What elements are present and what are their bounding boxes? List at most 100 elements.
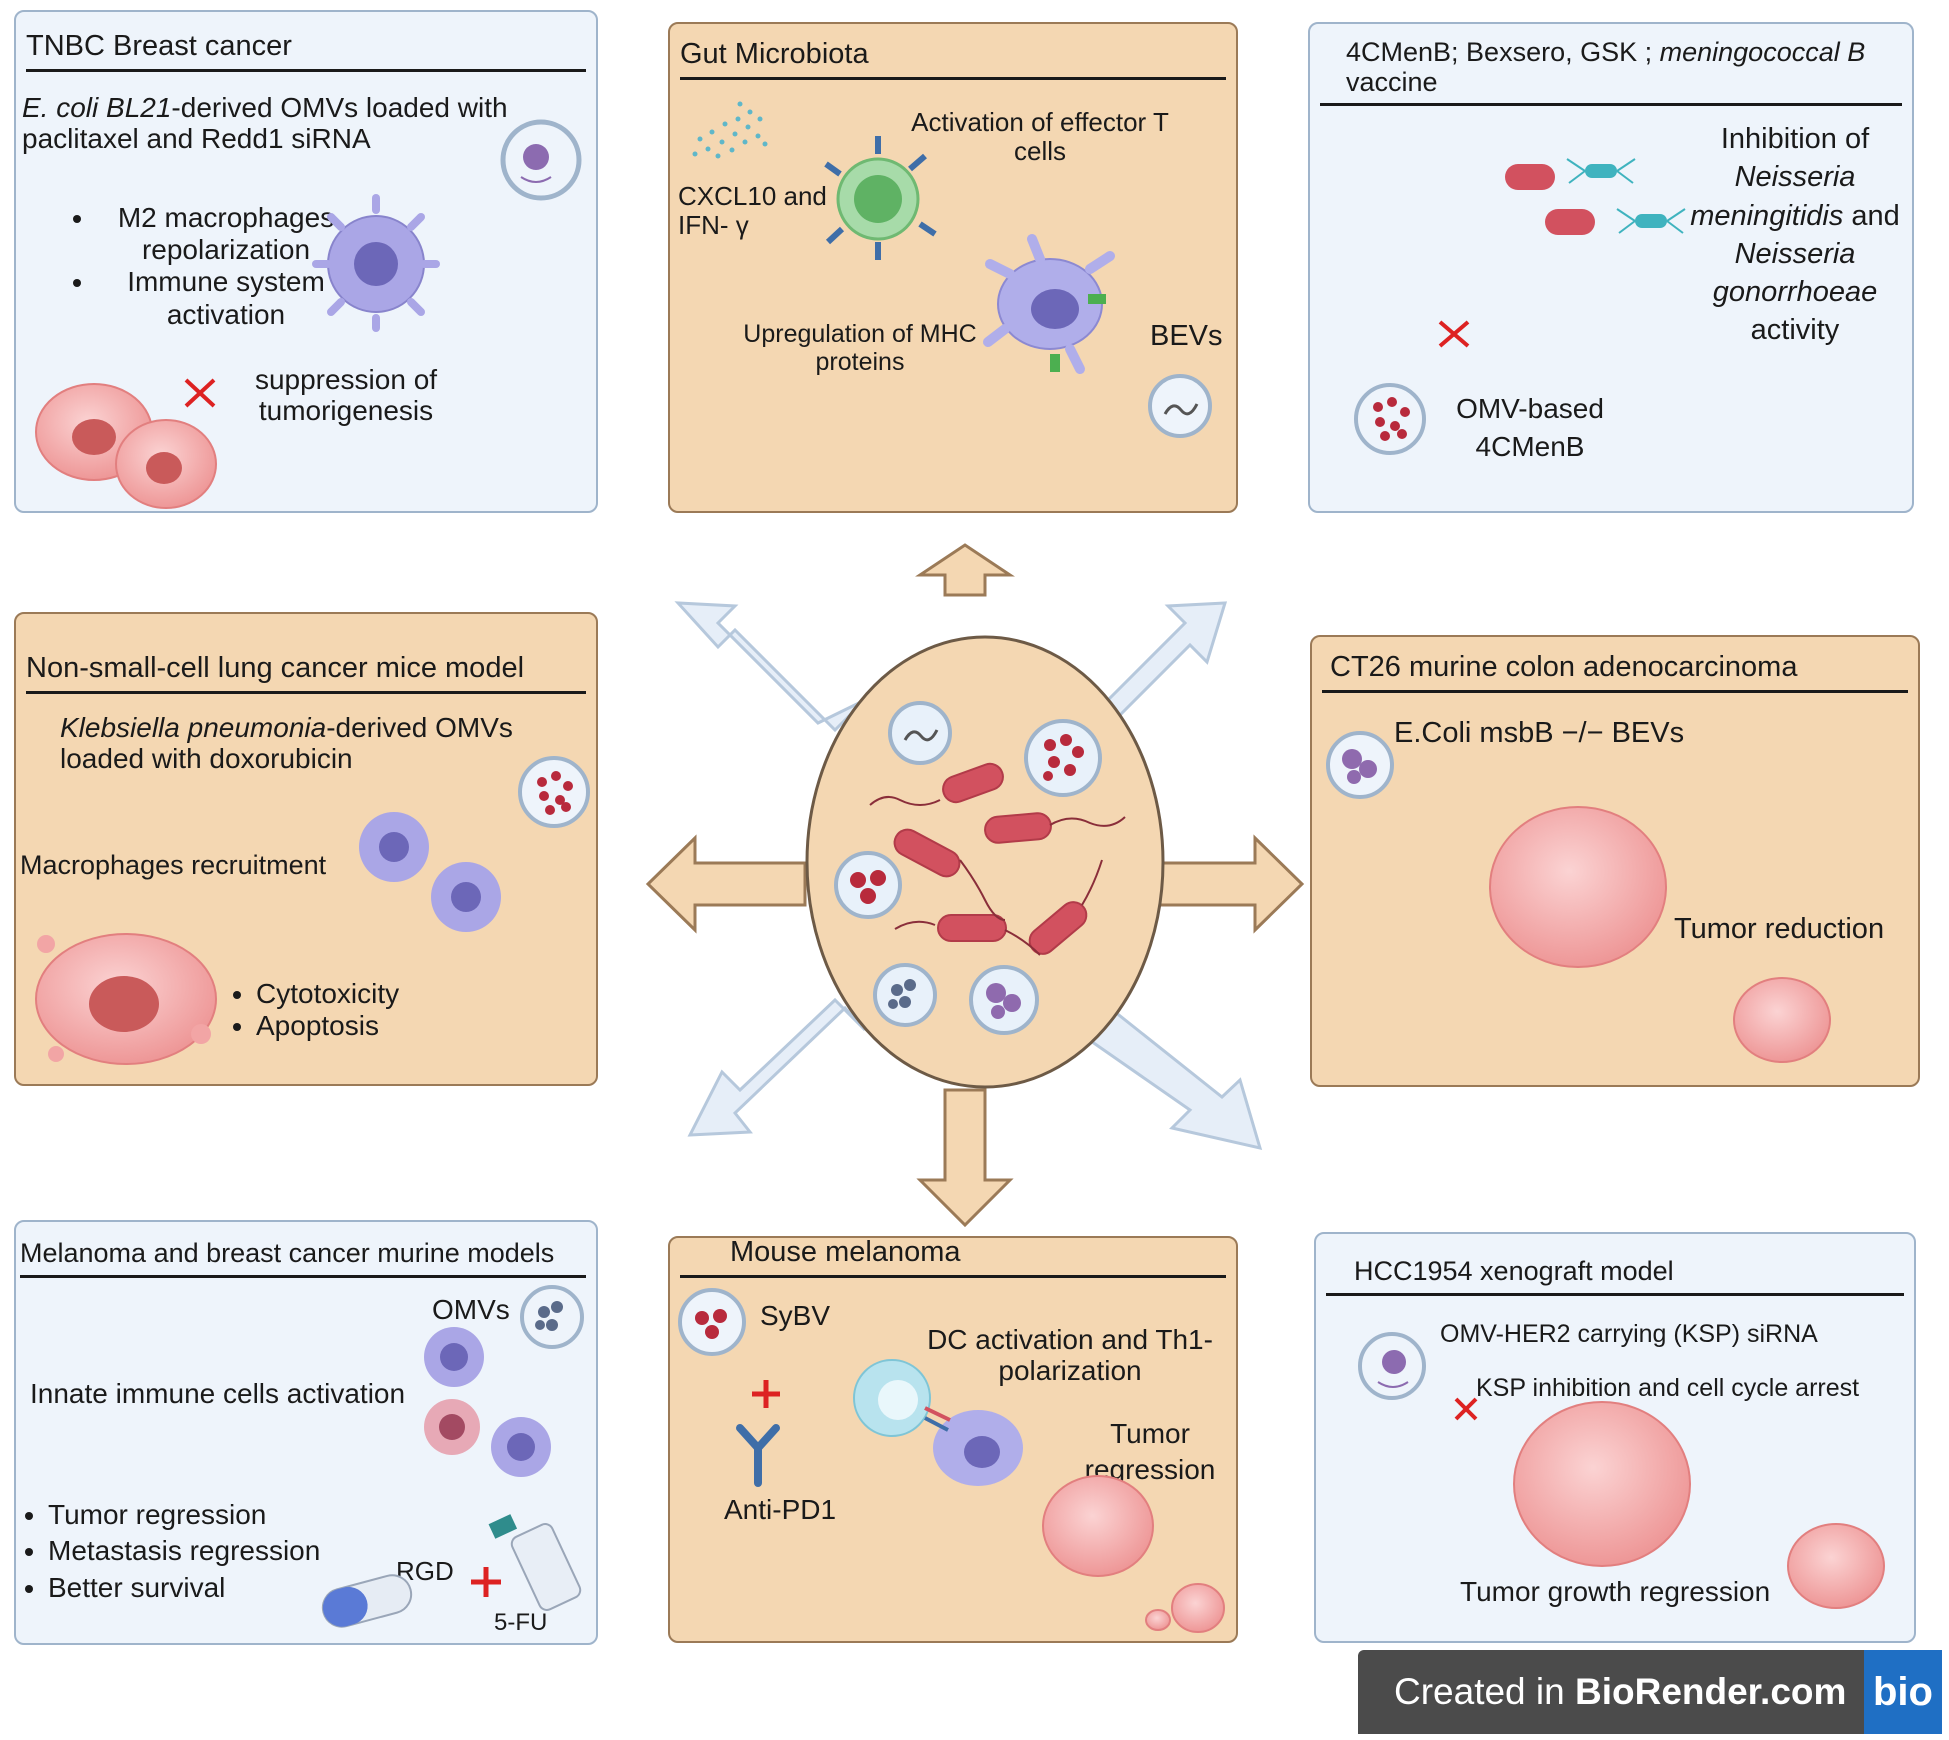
bev-vesicle-icon [1326, 731, 1394, 799]
ct26-illustration [1326, 731, 1831, 1063]
effect-and: and [1843, 199, 1900, 232]
list-item: Cytotoxicity [256, 978, 399, 1010]
inhibition-cross-icon [184, 378, 216, 408]
arrow-down-right [1072, 997, 1263, 1151]
arrow-left [645, 834, 807, 934]
bacteria-name: Klebsiella pneumonia [60, 712, 327, 743]
effects-list: Tumor regression Metastasis regression B… [16, 1497, 320, 1606]
outcome-label: Tumor growth regression [1460, 1576, 1771, 1607]
bevs-label: BEVs [1150, 320, 1223, 352]
antipd1-label: Anti-PD1 [724, 1494, 837, 1525]
inhibition-cross-icon [1454, 1397, 1478, 1421]
sybv-vesicle-icon [678, 1288, 746, 1356]
macrophage-icon [312, 194, 440, 332]
vaccine-illustration [1354, 158, 1686, 455]
panel-mouse-melanoma: Mouse melanoma SyBV DC activation and Th… [668, 1236, 1238, 1643]
species-name: gonorrhoeae [1712, 276, 1878, 309]
panel-vaccine: 4CMenB; Bexsero, GSK ; meningococcal B v… [1308, 22, 1914, 513]
panel-title: Non-small-cell lung cancer mice model [26, 652, 586, 694]
omvs-label: OMVs [432, 1294, 510, 1325]
effects-list: Cytotoxicity Apoptosis [224, 978, 399, 1042]
plus-icon [752, 1380, 780, 1408]
dc-label: DC activation and Th1-polarization [927, 1324, 1213, 1387]
tumor-icon [1513, 1401, 1885, 1609]
arrow-up-right [1073, 601, 1228, 733]
omv-vesicle-icon [1354, 383, 1426, 455]
omv-vesicle-icon [518, 756, 590, 828]
outcome-label: suppression of tumorigenesis [254, 364, 438, 427]
list-item: Apoptosis [256, 1010, 399, 1042]
omv-vesicle-icon [1358, 1332, 1426, 1400]
fu-label: 5-FU [494, 1609, 548, 1636]
title-line2: vaccine [1346, 66, 1438, 97]
omv-label: OMV-HER2 carrying (KSP) siRNA [1440, 1320, 1818, 1348]
effects-list: M2 macrophages repolarization Immune sys… [64, 202, 356, 331]
panel-title: 4CMenB; Bexsero, GSK ; meningococcal B v… [1320, 37, 1902, 107]
recruit-label: Macrophages recruitment [20, 850, 327, 880]
biorender-watermark[interactable]: Created in BioRender.com bio [1358, 1650, 1942, 1734]
macrophage-icon [359, 812, 501, 932]
panel-description: Klebsiella pneumonia-derived OMVs loaded… [60, 712, 520, 775]
panel-melanoma-breast: Melanoma and breast cancer murine models… [14, 1220, 598, 1645]
tumor-icon [35, 933, 217, 1065]
watermark-text: Created in BioRender.com [1394, 1671, 1864, 1713]
arrow-up-left [674, 601, 867, 733]
outcome-label: Tumor reduction [1674, 913, 1885, 945]
innate-label: Innate immune cells activation [30, 1378, 406, 1409]
panel-tnbc: TNBC Breast cancer E. coli BL21-derived … [14, 10, 598, 513]
effect-line: activity [1750, 314, 1840, 347]
species-name: meningitidis [1690, 199, 1844, 232]
tumor-cell-icon [35, 383, 217, 509]
panel-hcc1954: HCC1954 xenograft model OMV-HER2 carryin… [1314, 1232, 1916, 1643]
vial-icon [488, 1514, 582, 1611]
arrow-up [915, 543, 1015, 597]
watermark-prefix: Created in [1394, 1671, 1575, 1712]
panel-title: Mouse melanoma [680, 1236, 1226, 1278]
panel-nsclc: Non-small-cell lung cancer mice model Kl… [14, 612, 598, 1086]
arrow-down [916, 1088, 1014, 1228]
melanoma-breast-illustration [321, 1285, 584, 1628]
description-rest: -derived OMVs loaded with doxorubicin [60, 712, 513, 775]
species-name: Neisseria [1734, 161, 1856, 194]
hcc-illustration [1358, 1332, 1885, 1609]
gut-illustration [692, 101, 1212, 438]
capsule-icon [321, 1574, 413, 1628]
panel-title: TNBC Breast cancer [26, 30, 586, 72]
cytokine-label: CXCL10 and IFN- γ [678, 181, 827, 241]
list-item: M2 macrophages repolarization [96, 202, 356, 266]
tumor-icon [1042, 1475, 1225, 1633]
list-item: Immune system activation [96, 266, 356, 330]
t-cell-icon [824, 136, 937, 260]
nsclc-illustration [35, 756, 590, 1065]
bacteria-name: E. coli BL21 [22, 92, 172, 123]
dendritic-cell-icon [853, 1359, 1023, 1486]
panel-title: Gut Microbiota [680, 38, 1226, 80]
title-italic: meningococcal B [1659, 37, 1866, 67]
dendritic-cell-icon [983, 234, 1115, 374]
panel-title: Melanoma and breast cancer murine models [20, 1238, 586, 1278]
sybv-label: SyBV [760, 1300, 831, 1331]
omv-label: OMV-based 4CMenB [1456, 393, 1604, 462]
ksp-label: KSP inhibition and cell cycle arrest [1476, 1374, 1860, 1402]
list-item: Better survival [48, 1570, 320, 1606]
arrow-down-left [687, 997, 867, 1137]
effect-text: Inhibition of Neisseria meningitidis and… [1680, 120, 1910, 350]
immune-cell-icon [424, 1327, 551, 1477]
omv-vesicle-icon [520, 1285, 584, 1349]
biorender-logo-icon: bio [1864, 1650, 1942, 1734]
species-name: Neisseria [1734, 237, 1856, 270]
panel-title: HCC1954 xenograft model [1326, 1256, 1904, 1296]
cytokine-dots-icon [692, 101, 768, 159]
title-text: 4CMenB; Bexsero, GSK ; [1346, 37, 1660, 67]
mhc-label: Upregulation of MHC proteins [743, 320, 977, 376]
bev-vesicle-icon [1148, 374, 1212, 438]
tumor-icon [1489, 806, 1831, 1063]
mouse-melanoma-illustration [678, 1288, 1225, 1633]
tnbc-illustration [35, 119, 582, 509]
bacteria-center-illustration [805, 635, 1165, 1089]
list-item: Tumor regression [48, 1497, 320, 1533]
neisseria-icon [1505, 158, 1686, 235]
inhibition-cross-icon [1438, 320, 1470, 348]
effector-label: Activation of effector T cells [911, 107, 1169, 167]
